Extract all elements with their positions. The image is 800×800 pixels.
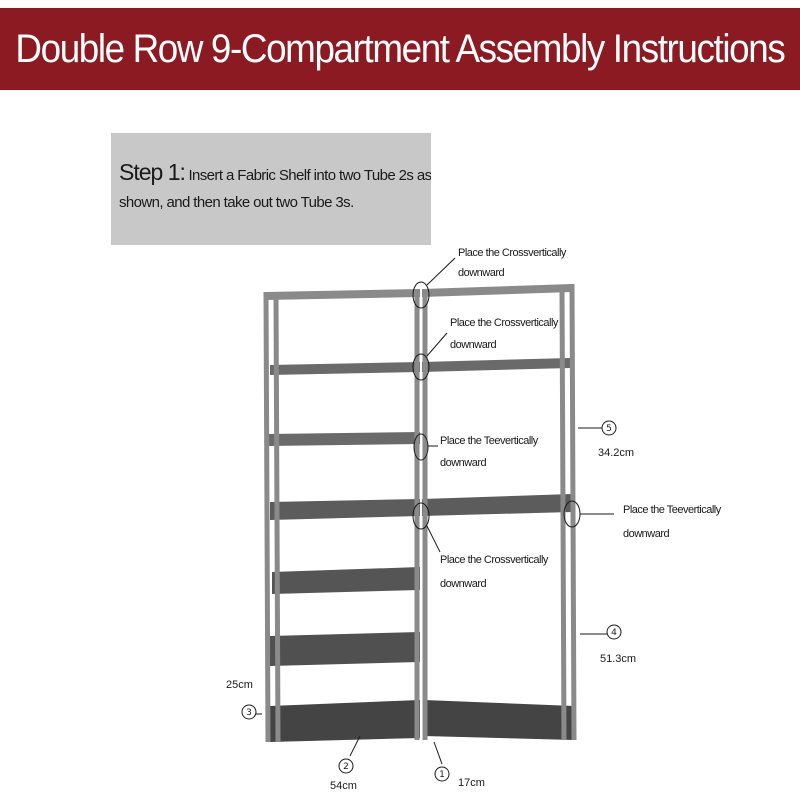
joint-circle-4: [412, 502, 430, 530]
callout-1-line-1: Place the Crossvertically: [458, 247, 567, 259]
shelf-left-6: [270, 632, 420, 666]
tube-right-inner: [559, 286, 567, 741]
callout-3-line-1: Place the Teevertically: [440, 435, 539, 447]
tube-2-marker: [338, 758, 354, 774]
callout-5-line-2: downward: [440, 578, 487, 590]
tube-1-marker: [434, 766, 450, 782]
tube-lengths: 17cm 54cm 25cm 51.3cm 34.2cm: [226, 447, 636, 792]
tube-4-length: 51.3cm: [600, 653, 636, 665]
joint-circle-2: [412, 353, 430, 381]
callout-5-line-1: Place the Crossvertically: [440, 554, 549, 566]
callout-4-line-1: Place the Teevertically: [623, 504, 722, 516]
page-title: Double Row 9-Compartment Assembly Instru…: [15, 26, 786, 71]
step-text-line-1: Insert a Fabric Shelf into two Tube 2s a…: [188, 167, 431, 184]
tube-3-length: 25cm: [226, 679, 253, 691]
tube-numbers: 1 2 3 4 5: [246, 424, 617, 780]
shelf-left-4: [270, 499, 420, 520]
tube-2-length: 54cm: [330, 780, 357, 792]
shelf-left-5: [272, 567, 420, 594]
tube-4-marker: [606, 624, 622, 640]
callout-1-line-2: downward: [458, 267, 505, 279]
tube-left-outer: [263, 291, 271, 743]
tube-left-inner: [273, 295, 281, 743]
tube-3-marker: [241, 704, 257, 720]
tube-2-number: 2: [343, 762, 349, 772]
tube-right-outer: [569, 283, 577, 741]
tube-5-number: 5: [606, 424, 612, 434]
step-line-1: Step 1: Insert a Fabric Shelf into two T…: [119, 159, 431, 189]
tube-1-length: 17cm: [458, 777, 485, 789]
tube-3-number: 3: [246, 708, 252, 718]
step-instruction-box: Step 1: Insert a Fabric Shelf into two T…: [111, 133, 431, 245]
callout-labels: Place the Crossvertically downward Place…: [440, 247, 722, 590]
shelf-left-2: [270, 362, 420, 375]
tube-5-length: 34.2cm: [598, 447, 634, 459]
shelf-right-2: [422, 358, 570, 372]
tube-5-marker: [601, 420, 617, 436]
step-text-line-2: shown, and then take out two Tube 3s.: [119, 194, 354, 211]
step-label: Step 1:: [119, 159, 186, 185]
callout-2-line-1: Place the Crossvertically: [450, 317, 559, 329]
joint-circle-3: [413, 433, 429, 461]
shelf-left-7: [270, 700, 420, 742]
tube-4-number: 4: [611, 628, 617, 638]
fabric-shelves: [266, 284, 574, 742]
shelf-right-1: [422, 284, 572, 297]
shelf-right-4: [422, 494, 572, 516]
joint-circle-1: [412, 281, 430, 309]
callout-4-line-2: downward: [623, 528, 670, 540]
shelf-left-1: [266, 289, 420, 300]
callout-3-line-2: downward: [440, 457, 487, 469]
shelf-left-3: [268, 432, 420, 446]
tube-number-markers: [241, 420, 622, 782]
frame-tubes: [263, 283, 577, 743]
shelf-right-7: [424, 700, 574, 740]
tube-1-number: 1: [439, 770, 445, 780]
title-banner: Double Row 9-Compartment Assembly Instru…: [0, 8, 800, 90]
callout-2-line-2: downward: [450, 339, 497, 351]
